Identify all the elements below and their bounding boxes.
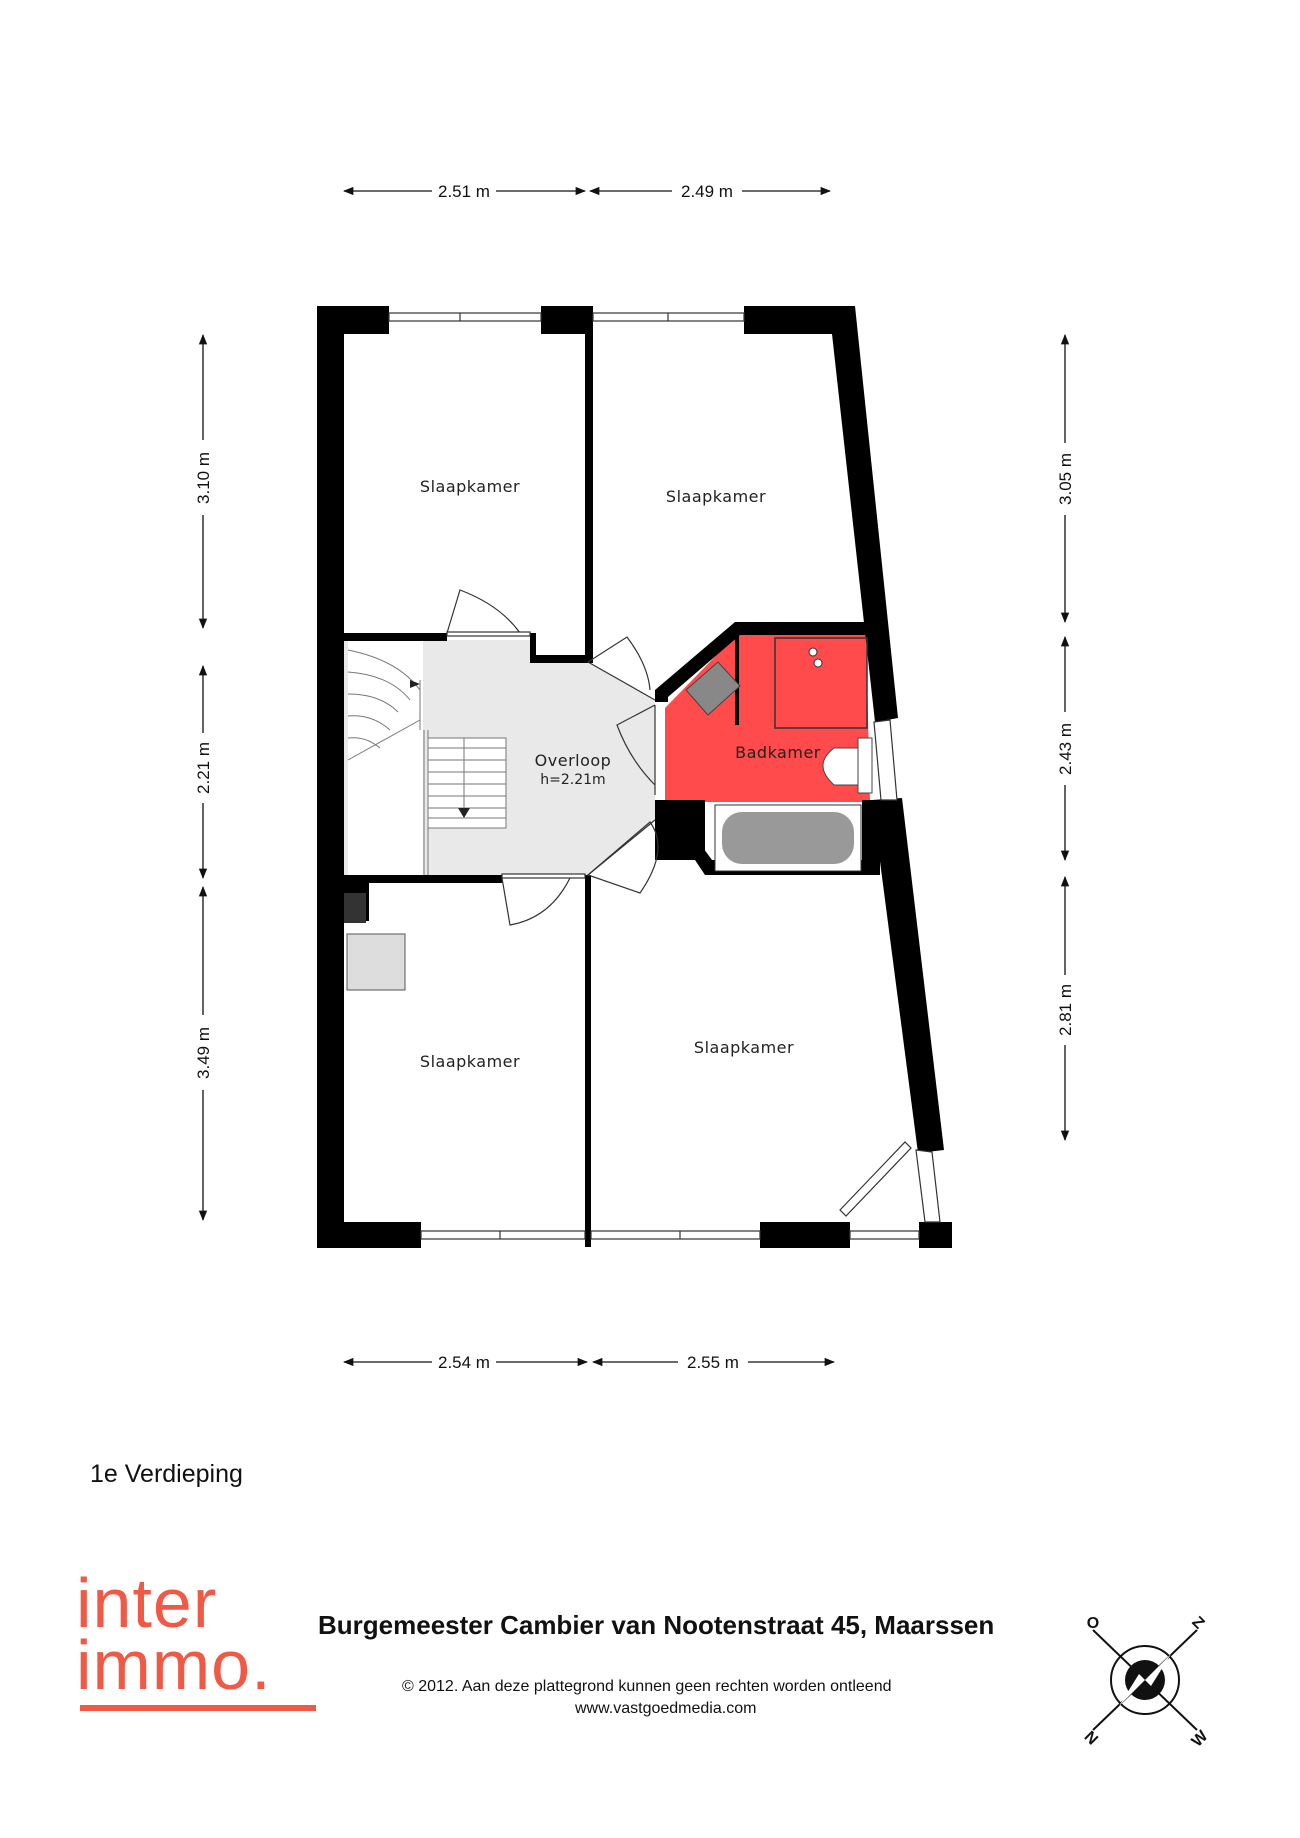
floor-label: 1e Verdieping xyxy=(90,1460,243,1488)
room-label-landing-height: h=2.21m xyxy=(540,772,605,788)
room-label-bedroom-bottom-right: Slaapkamer xyxy=(694,1038,794,1057)
dimension-left-bottom: 3.49 m xyxy=(194,1027,213,1079)
compass-south: Z xyxy=(1188,1614,1207,1633)
dimension-top-left: 2.51 m xyxy=(438,182,490,201)
room-label-landing: Overloop xyxy=(535,751,612,770)
room-label-bedroom-top-left: Slaapkamer xyxy=(420,477,520,496)
fixtures xyxy=(344,637,873,991)
dimension-left-mid: 2.21 m xyxy=(194,742,213,794)
windows xyxy=(388,312,941,1240)
room-label-bathroom: Badkamer xyxy=(735,743,821,762)
dimension-lines xyxy=(198,186,1070,1367)
dimension-right-mid: 2.43 m xyxy=(1056,723,1075,775)
toilet-icon xyxy=(822,737,873,794)
room-label-bedroom-top-right: Slaapkamer xyxy=(666,487,766,506)
dimension-bottom-right: 2.55 m xyxy=(687,1353,739,1372)
interimmo-logo: inter immo. xyxy=(76,1568,326,1718)
bathtub-icon xyxy=(714,804,862,872)
compass-east: O xyxy=(1087,1615,1099,1632)
dimension-bottom-left: 2.54 m xyxy=(438,1353,490,1372)
doors xyxy=(446,589,659,926)
logo-underline xyxy=(80,1705,316,1711)
compass-icon: O Z N W xyxy=(1082,1614,1212,1750)
room-labels: Slaapkamer Slaapkamer Overloop h=2.21m B… xyxy=(420,477,821,1071)
dimension-left-top: 3.10 m xyxy=(194,452,213,504)
logo-line-2: immo. xyxy=(76,1626,272,1704)
website-link[interactable]: www.vastgoedmedia.com xyxy=(575,1700,757,1717)
shower-icon xyxy=(774,637,868,729)
logo-line-1: inter xyxy=(76,1564,218,1642)
dimension-labels: 2.51 m 2.49 m 2.54 m 2.55 m 3.10 m 2.21 … xyxy=(194,182,1075,1372)
copyright-notice: © 2012. Aan deze plattegrond kunnen geen… xyxy=(402,1678,892,1695)
sink-icon xyxy=(685,661,741,716)
dimension-right-bottom: 2.81 m xyxy=(1056,984,1075,1036)
compass-north: N xyxy=(1082,1727,1102,1747)
stairs xyxy=(347,640,507,880)
dimension-top-right: 2.49 m xyxy=(681,182,733,201)
cabinet-icon xyxy=(346,933,406,991)
room-label-bedroom-bottom-left: Slaapkamer xyxy=(420,1052,520,1071)
dimension-right-top: 3.05 m xyxy=(1056,453,1075,505)
property-address: Burgemeester Cambier van Nootenstraat 45… xyxy=(318,1610,995,1640)
compass-west: W xyxy=(1189,1727,1212,1750)
